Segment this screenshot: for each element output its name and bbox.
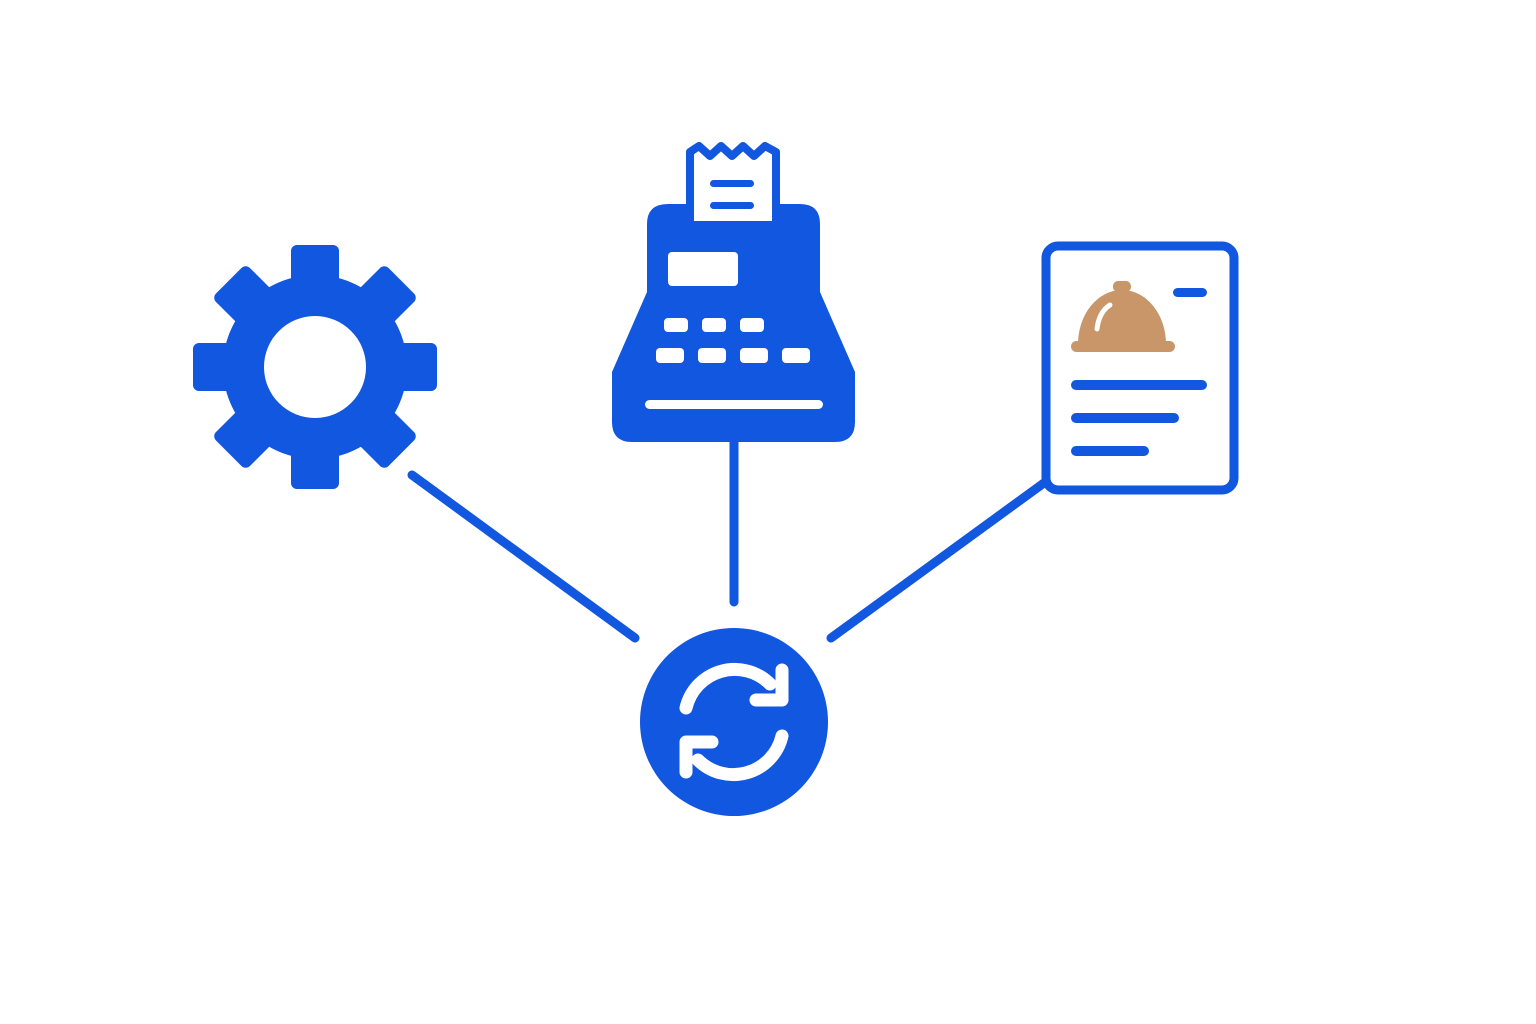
- menu-text-line: [1173, 288, 1207, 297]
- register-display: [668, 252, 738, 286]
- edge-settings-to-sync: [407, 470, 640, 643]
- sync-hub-circle: [640, 628, 828, 816]
- register-key: [664, 318, 688, 332]
- menu-document-icon: [1041, 241, 1239, 495]
- menu-text-line: [1071, 413, 1179, 423]
- receipt-line: [710, 202, 754, 209]
- register-key: [740, 318, 764, 332]
- gear-hole: [264, 316, 366, 418]
- register-key: [656, 348, 684, 363]
- sync-arrowhead-top: [749, 663, 789, 707]
- receipt-line: [710, 180, 754, 187]
- connector-lines: [407, 437, 1053, 643]
- sync-icon: [640, 628, 828, 816]
- menu-text-line: [1071, 446, 1149, 456]
- register-key: [740, 348, 768, 363]
- menu-text-line: [1071, 380, 1207, 390]
- cloche-icon: [1071, 281, 1175, 352]
- sync-arrowhead-bottom: [679, 735, 719, 779]
- gear-icon: [193, 245, 437, 489]
- cash-register-icon: [612, 142, 855, 442]
- register-key: [698, 348, 726, 363]
- register-key: [782, 348, 810, 363]
- register-key: [702, 318, 726, 332]
- cash-drawer-slot: [645, 400, 823, 409]
- edge-menu-to-sync: [826, 475, 1053, 643]
- sync-arrows: [679, 662, 789, 782]
- sync-arrow-bottom: [691, 729, 789, 782]
- sync-arrow-top: [679, 662, 777, 715]
